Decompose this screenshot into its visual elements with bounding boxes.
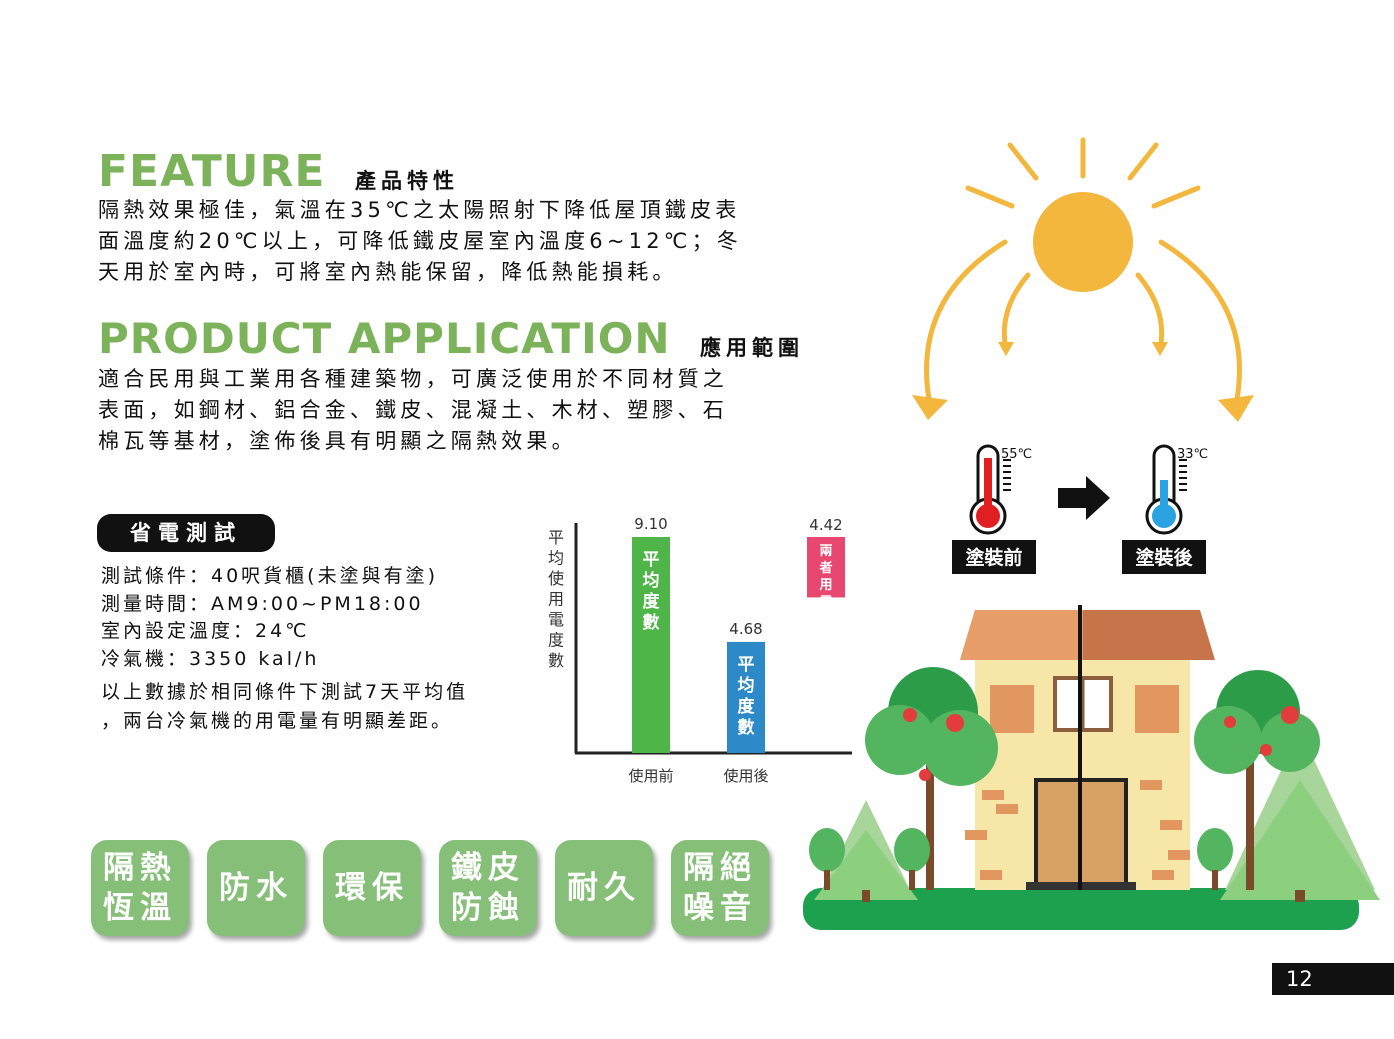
page-number: 12 — [1272, 963, 1394, 995]
application-title: PRODUCT APPLICATION — [98, 314, 671, 363]
sun-icon — [912, 137, 1254, 422]
test-line: 冷氣機：3350 kal/h — [101, 647, 320, 670]
badge-line: 防蝕 — [451, 890, 525, 926]
feature-line: 隔熱效果極佳，氣溫在35℃之太陽照射下降低屋頂鐵皮表 — [98, 198, 741, 222]
thermometer-cool-icon: 33℃ — [1145, 444, 1208, 535]
x-tick-label: 使用後 — [723, 767, 768, 785]
difference-text-char: 度 — [819, 611, 833, 627]
feature-line: 面溫度約20℃以上，可降低鐵皮屋室內溫度6~12℃；冬 — [98, 229, 742, 253]
bar-inner-label-char: 均 — [643, 570, 660, 591]
application-line: 適合民用與工業用各種建築物，可廣泛使用於不同材質之 — [98, 367, 728, 391]
bar-inner-label-char: 數 — [643, 612, 660, 633]
test-line: 測試條件：40呎貨櫃(未塗與有塗) — [101, 565, 439, 587]
difference-text-char: 兩 — [819, 544, 832, 559]
difference-value-label: 4.42 — [809, 516, 842, 534]
summary-line: ，兩台冷氣機的用電量有明顯差距。 — [101, 710, 454, 732]
bar-0 — [632, 537, 670, 753]
coating-illustration: 55℃ 33℃ 塗裝前 塗裝後 — [803, 137, 1380, 930]
application-subtitle: 應用範圍 — [700, 336, 804, 360]
difference-text-char: 用 — [818, 578, 832, 593]
difference-text-char: 差 — [819, 628, 832, 644]
badge-eco: 環保 — [323, 840, 421, 936]
feature-title: FEATURE — [98, 146, 326, 197]
badge-insulation: 隔熱 恆溫 — [91, 840, 189, 936]
feature-subtitle: 產品特性 — [355, 169, 459, 193]
bar-1 — [727, 641, 765, 753]
power-test-label: 省電測試 — [97, 514, 275, 552]
badge-line: 噪音 — [683, 890, 757, 926]
badge-line: 耐久 — [567, 870, 641, 906]
pine-tree-icon — [814, 730, 1380, 902]
summary-line: 以上數據於相同條件下測試7天平均值 — [101, 681, 469, 703]
y-axis-label-char: 用 — [548, 590, 564, 609]
application-line: 棉瓦等基材，塗佈後具有明顯之隔熱效果。 — [98, 429, 577, 453]
y-axis-label-char: 平 — [548, 528, 564, 547]
badge-line: 環保 — [335, 870, 409, 906]
thermometer-hot-icon: 55℃ — [969, 444, 1032, 535]
difference-text-char: 者 — [818, 560, 832, 576]
badge-line: 恆溫 — [103, 890, 177, 926]
y-axis-label-char: 均 — [548, 549, 564, 568]
difference-bar — [807, 537, 845, 598]
badge-line: 防水 — [219, 870, 293, 906]
test-conditions: 測試條件：40呎貨櫃(未塗與有塗) 測量時間：AM9:00~PM18:00 室內… — [101, 563, 438, 673]
x-tick-label: 使用前 — [628, 767, 673, 785]
tree-icon — [809, 667, 1320, 890]
temp-after: 33℃ — [1177, 447, 1208, 462]
before-coating-label: 塗裝前 — [965, 546, 1022, 569]
test-line: 室內設定溫度：24℃ — [101, 620, 310, 642]
bar-inner-label-char: 數 — [738, 717, 755, 738]
difference-text-char: 電 — [819, 595, 832, 610]
bar-inner-label-char: 平 — [738, 655, 755, 675]
badge-line: 鐵皮 — [451, 850, 525, 886]
y-axis-label-char: 度 — [548, 631, 564, 650]
bar-inner-label-char: 度 — [643, 591, 661, 612]
y-axis-label-char: 使 — [548, 569, 564, 588]
badge-durable: 耐久 — [555, 840, 653, 936]
badge-anticorrosion: 鐵皮 防蝕 — [439, 840, 537, 936]
y-axis-label-char: 數 — [548, 651, 564, 670]
bar-value-label: 9.10 — [634, 515, 667, 533]
bar-inner-label-char: 度 — [738, 696, 756, 717]
bar-inner-label-char: 平 — [643, 550, 660, 570]
test-summary: 以上數據於相同條件下測試7天平均值 ，兩台冷氣機的用電量有明顯差距。 — [101, 678, 468, 736]
house-icon — [960, 605, 1215, 890]
feature-line: 天用於室內時，可將室內熱能保留，降低熱能損耗。 — [98, 260, 678, 284]
temp-before: 55℃ — [1001, 447, 1032, 462]
badge-line: 隔絕 — [683, 850, 757, 886]
arrow-right-icon — [1058, 476, 1110, 520]
badge-soundproof: 隔絕 噪音 — [671, 840, 769, 936]
y-axis-label-char: 電 — [548, 610, 564, 629]
after-coating-label: 塗裝後 — [1135, 546, 1193, 569]
bar-value-label: 4.68 — [729, 620, 762, 638]
application-line: 表面，如鋼材、鋁合金、鐵皮、混凝土、木材、塑膠、石 — [98, 398, 728, 422]
application-text: 適合民用與工業用各種建築物，可廣泛使用於不同材質之 表面，如鋼材、鋁合金、鐵皮、… — [98, 364, 728, 457]
feature-text: 隔熱效果極佳，氣溫在35℃之太陽照射下降低屋頂鐵皮表 面溫度約20℃以上，可降低… — [98, 195, 742, 288]
bar-inner-label-char: 均 — [738, 675, 755, 696]
test-line: 測量時間：AM9:00~PM18:00 — [101, 592, 424, 615]
badge-waterproof: 防水 — [207, 840, 305, 936]
badge-line: 隔熱 — [103, 850, 177, 886]
